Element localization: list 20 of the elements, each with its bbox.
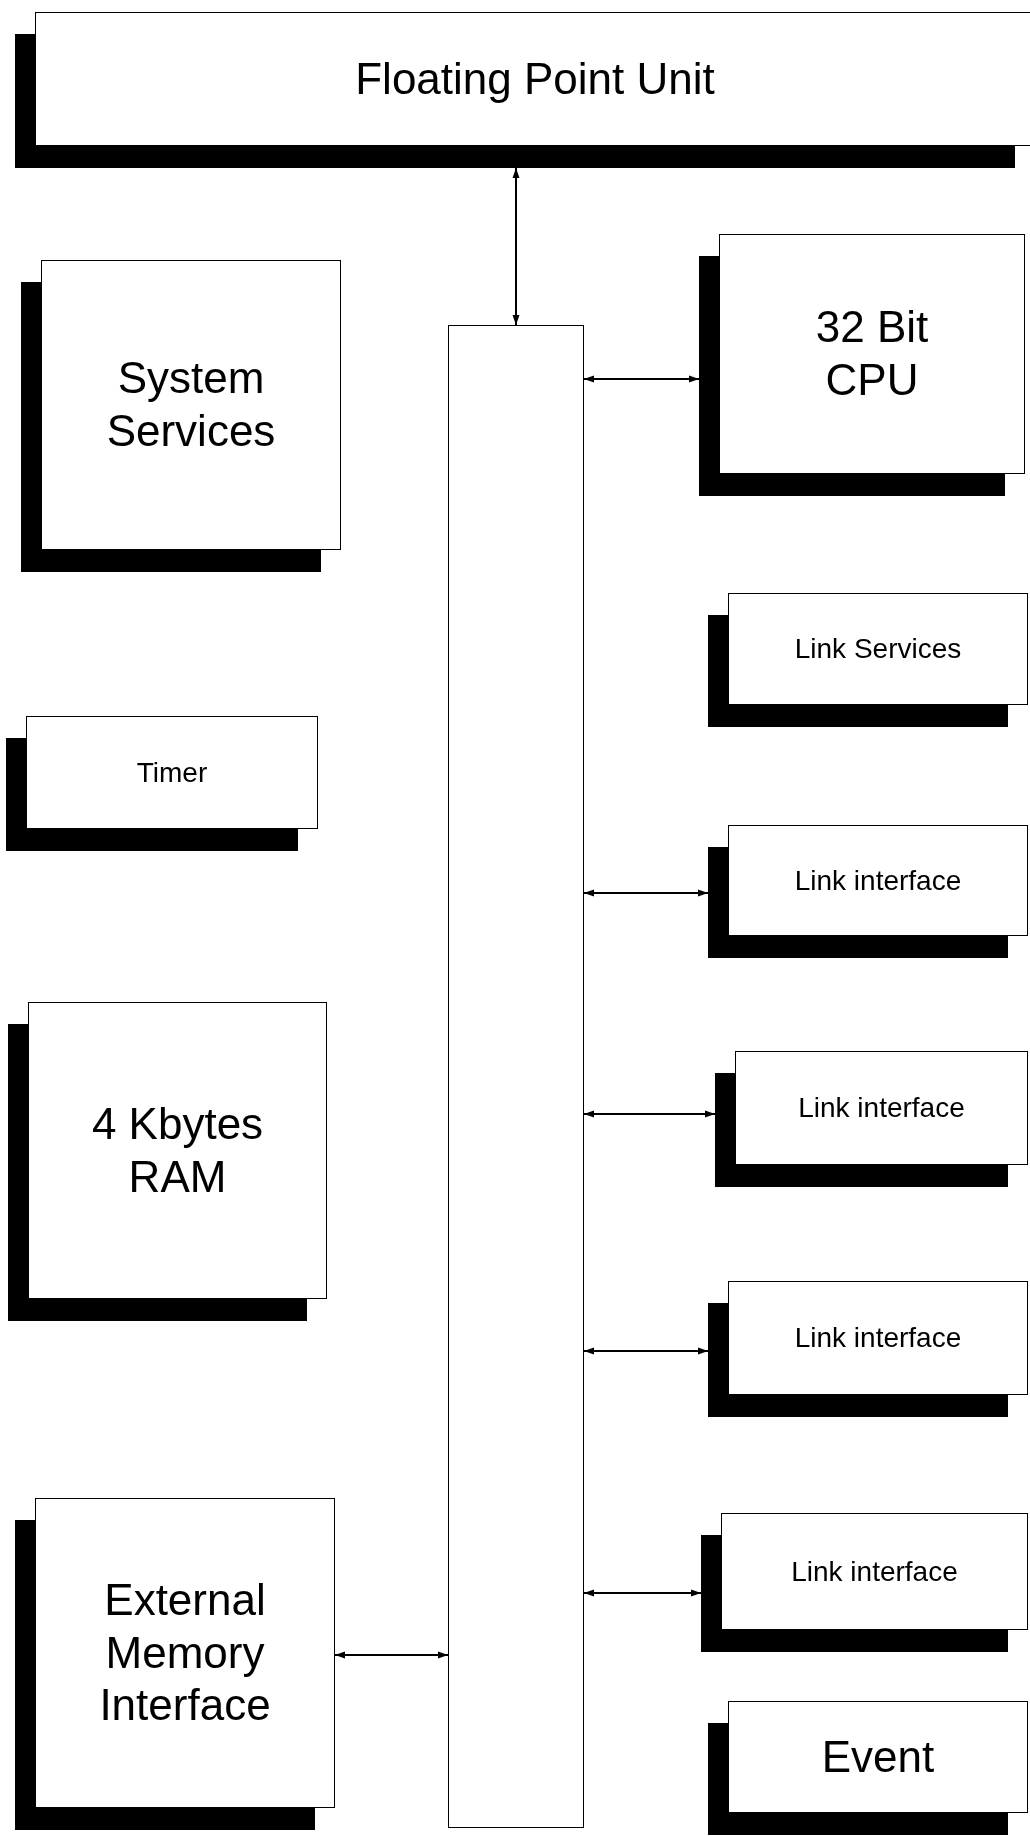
module-label: Timer <box>136 755 208 790</box>
module-label: Link interface <box>791 1554 958 1589</box>
bus-bar <box>448 325 584 1828</box>
bus-arrow <box>583 375 700 383</box>
module-label: Link interface <box>798 1091 965 1125</box>
module-label: 4 Kbytes RAM <box>90 1097 265 1203</box>
module-label: Event <box>821 1730 935 1783</box>
bus-arrow <box>334 1651 449 1659</box>
bus-arrow <box>583 889 709 897</box>
bus-arrow <box>583 1110 716 1118</box>
bus-arrow <box>583 1347 709 1355</box>
module-label: Link Services <box>794 632 962 666</box>
module-label: External Memory Interface <box>98 1573 272 1732</box>
module-label: Link interface <box>794 863 962 898</box>
module-label: Link interface <box>794 1321 962 1355</box>
module-label: System Services <box>105 352 277 457</box>
module-label: 32 Bit CPU <box>814 301 930 406</box>
bus-arrow <box>512 167 520 326</box>
bus-arrow <box>583 1589 702 1597</box>
module-label: Floating Point Unit <box>355 52 715 105</box>
